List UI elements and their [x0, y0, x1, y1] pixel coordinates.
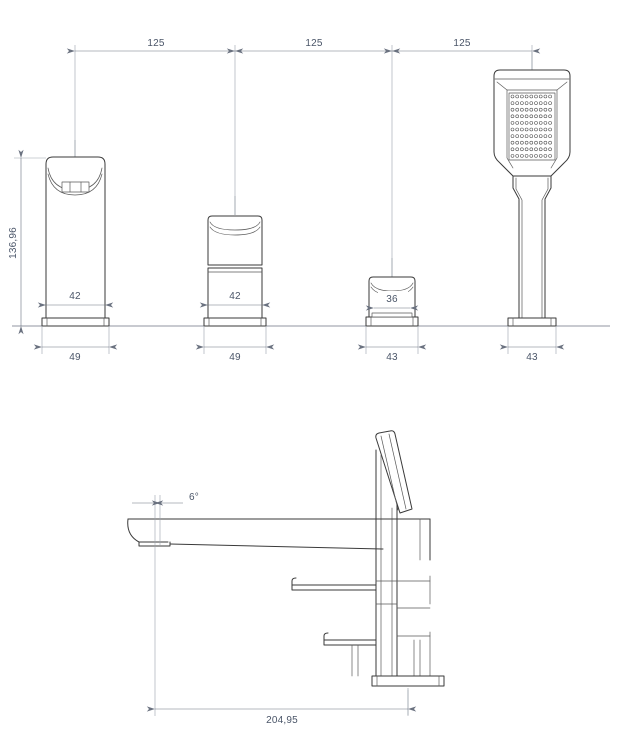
dimension-label-spacing-1: 125: [147, 38, 165, 49]
dimension-label-base-width-4: 43: [526, 352, 538, 363]
dimension-label-height: 136,96: [8, 227, 19, 259]
dimension-125-2: 125: [226, 35, 401, 54]
dimension-label-body-width-2: 42: [229, 291, 241, 302]
length-dimension-group: 204,95: [146, 546, 417, 726]
dimension-base-width-4: 43: [499, 326, 565, 363]
dimension-label-length: 204,95: [266, 715, 298, 726]
fixture-spout-body: 42 49: [33, 140, 118, 363]
dimension-base-width-2: 49: [195, 326, 275, 363]
dimension-label-body-width-1: 42: [69, 291, 81, 302]
spray-face-nozzle-grid: [510, 94, 552, 158]
side-view-assembly: 6° 204,95: [127, 430, 445, 726]
dimension-125-3: 125: [383, 35, 541, 54]
fixture-handshower-body: 43: [493, 52, 571, 363]
dimension-body-width-3: 36: [365, 291, 419, 311]
height-dimension-group: 136,96: [6, 149, 46, 335]
dimension-base-width-3: 43: [357, 326, 427, 363]
dimension-label-spacing-3: 125: [453, 38, 471, 49]
dimension-body-width-1: 42: [37, 288, 114, 308]
dimension-label-base-width-2: 49: [229, 352, 241, 363]
dimension-label-angle: 6°: [189, 492, 199, 503]
fixture-valve-handle-body: 36 43: [357, 258, 427, 363]
dimension-base-width-1: 49: [33, 326, 118, 363]
dimension-label-spacing-2: 125: [305, 38, 323, 49]
dimension-label-base-width-1: 49: [69, 352, 81, 363]
dimension-label-body-width-3: 36: [386, 294, 398, 305]
dimension-125-1: 125: [66, 35, 244, 54]
angle-dimension-group: 6°: [132, 492, 199, 545]
top-dimension-chain: 125 125 125: [66, 35, 541, 277]
fixture-diverter-body: 42 49: [195, 196, 275, 363]
dimension-label-base-width-3: 43: [386, 352, 398, 363]
dimension-body-width-2: 42: [199, 288, 271, 308]
